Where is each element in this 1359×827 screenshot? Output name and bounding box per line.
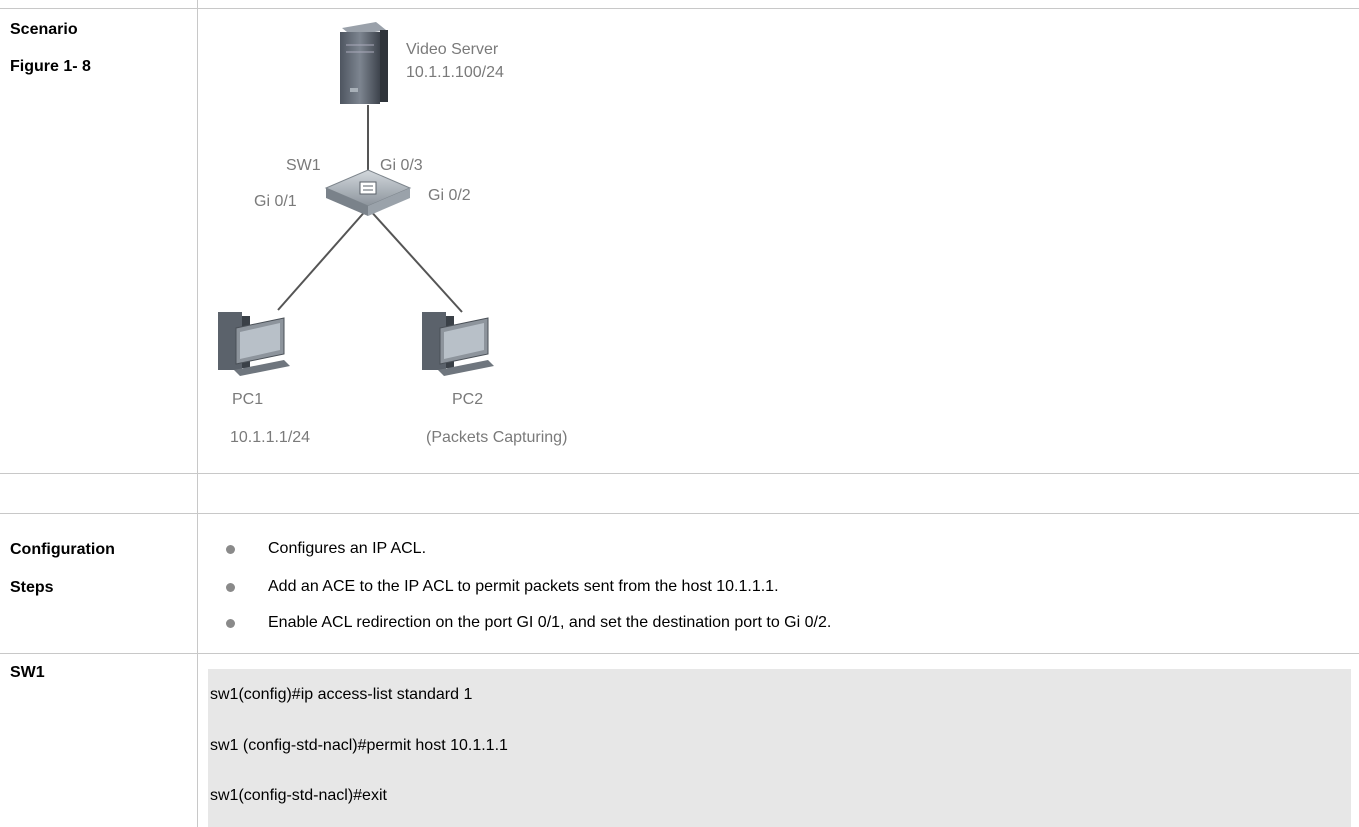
pc1-ip-label: 10.1.1.1/24 bbox=[230, 429, 310, 446]
steps-label: Steps bbox=[10, 579, 54, 596]
step-item: Add an ACE to the IP ACL to permit packe… bbox=[200, 570, 779, 604]
pc2-note-label: (Packets Capturing) bbox=[426, 429, 567, 446]
step-item: Enable ACL redirection on the port GI 0/… bbox=[200, 606, 831, 640]
step-item: Configures an IP ACL. bbox=[200, 532, 426, 566]
server-name-label: Video Server bbox=[406, 41, 499, 58]
code-line: sw1 (config-std-nacl)#permit host 10.1.1… bbox=[210, 737, 508, 754]
row-divider bbox=[0, 653, 1359, 654]
figure-label: Figure 1- 8 bbox=[10, 58, 91, 75]
table-top-border bbox=[0, 8, 1359, 9]
scenario-label: Scenario bbox=[10, 21, 78, 38]
step-text: Add an ACE to the IP ACL to permit packe… bbox=[268, 578, 779, 595]
network-topology-diagram: Video Server 10.1.1.100/24 SW1 Gi 0/3 Gi… bbox=[218, 22, 567, 446]
pc1-name-label: PC1 bbox=[232, 391, 263, 408]
port-gi03-label: Gi 0/3 bbox=[380, 157, 423, 174]
port-gi01-label: Gi 0/1 bbox=[254, 193, 297, 210]
step-text: Enable ACL redirection on the port GI 0/… bbox=[268, 614, 832, 631]
link-switch-pc1 bbox=[277, 207, 369, 311]
configuration-label: Configuration bbox=[10, 541, 115, 558]
code-line: sw1(config-std-nacl)#exit bbox=[210, 787, 387, 804]
code-line: sw1(config)#ip access-list standard 1 bbox=[210, 686, 473, 703]
link-switch-pc2 bbox=[367, 207, 463, 313]
code-block bbox=[208, 669, 1351, 827]
step-text: Configures an IP ACL. bbox=[268, 540, 427, 557]
row-divider bbox=[0, 513, 1359, 514]
sw1-label: SW1 bbox=[10, 664, 45, 681]
row-divider bbox=[0, 473, 1359, 474]
pc1-icon bbox=[218, 312, 290, 376]
pc2-name-label: PC2 bbox=[452, 391, 483, 408]
bullet-icon bbox=[226, 544, 235, 554]
server-ip-label: 10.1.1.100/24 bbox=[406, 64, 504, 81]
port-gi02-label: Gi 0/2 bbox=[428, 187, 471, 204]
switch-icon bbox=[324, 169, 412, 216]
bullet-icon bbox=[226, 582, 235, 592]
pc2-icon bbox=[422, 312, 494, 376]
bullet-icon bbox=[226, 618, 235, 628]
server-icon bbox=[340, 22, 388, 104]
column-divider bbox=[197, 0, 198, 827]
switch-name-label: SW1 bbox=[286, 157, 321, 174]
